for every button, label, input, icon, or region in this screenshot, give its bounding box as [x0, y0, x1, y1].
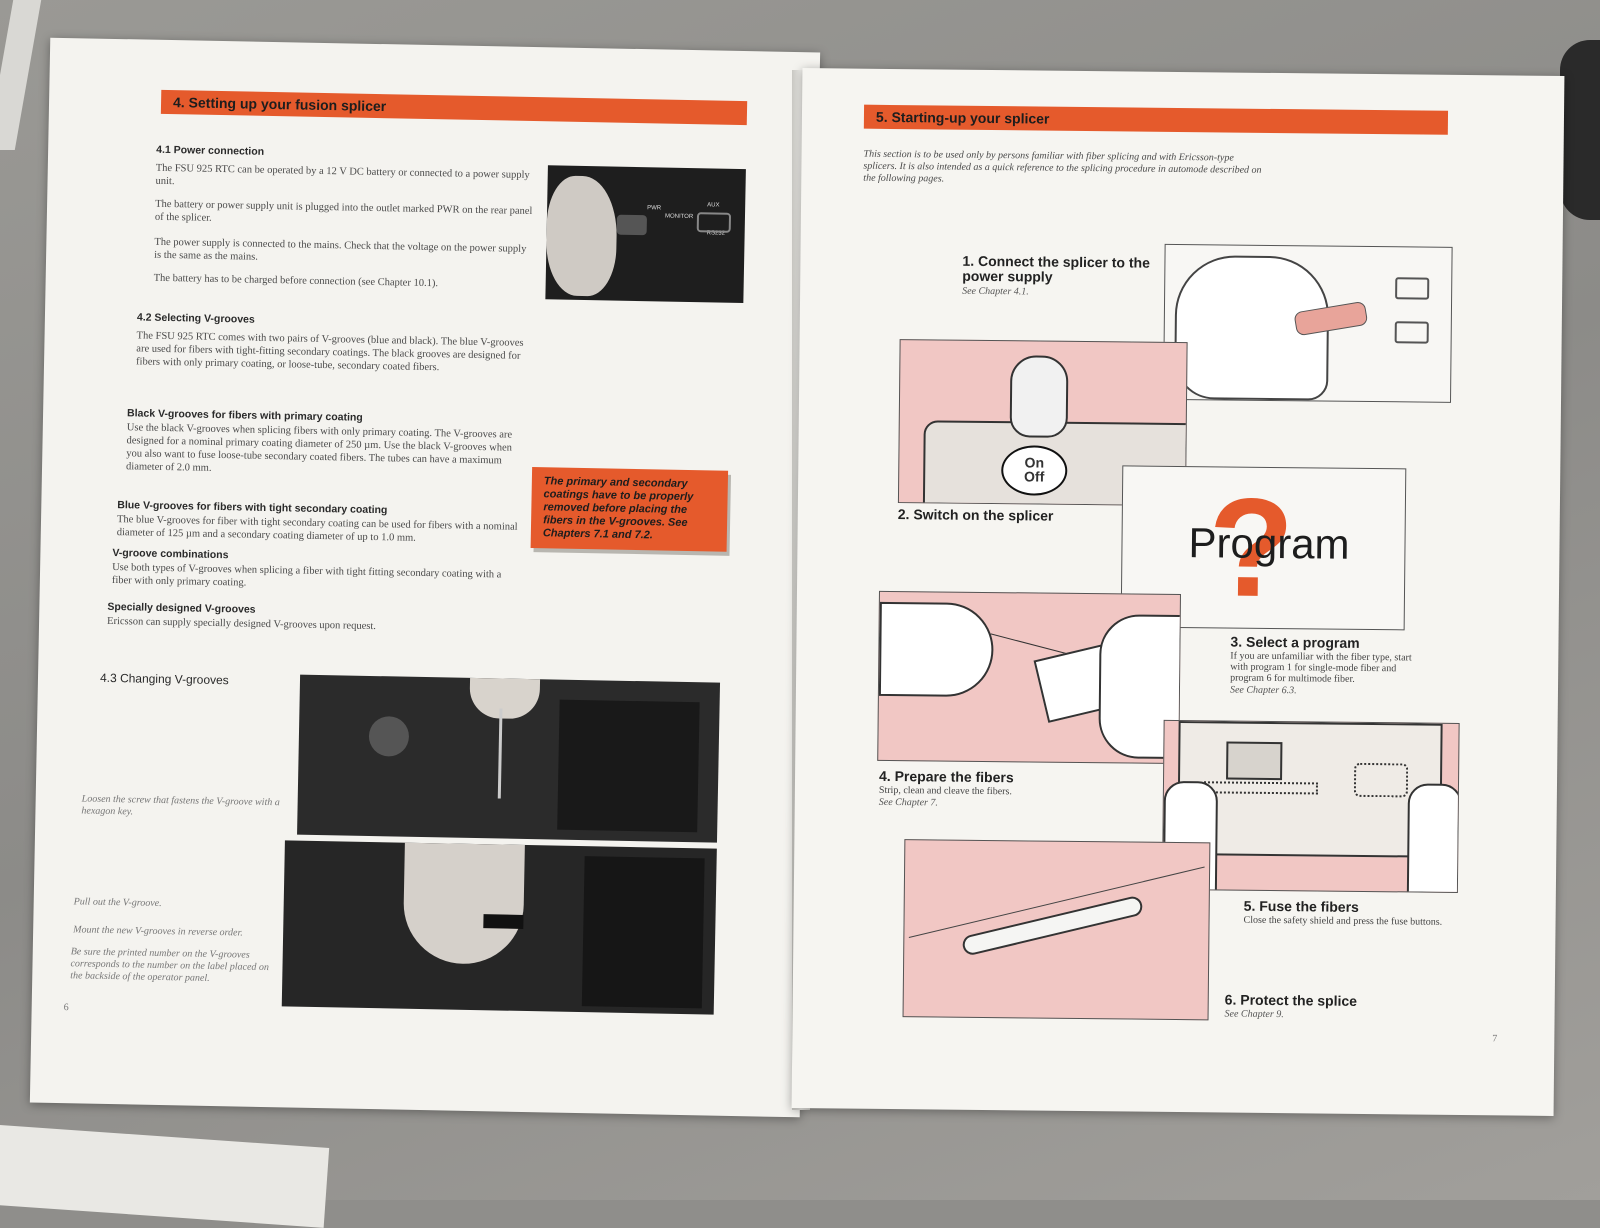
- s41-p3: The power supply is connected to the mai…: [154, 236, 527, 263]
- step-4-ref: See Chapter 7.: [878, 796, 938, 809]
- plug-shape: [616, 214, 647, 236]
- fiber-line: [990, 633, 1069, 655]
- s43-caption-4: Be sure the printed number on the V-groo…: [70, 946, 270, 984]
- finger-outline: [1009, 355, 1069, 438]
- s42-p1: The FSU 925 RTC comes with two pairs of …: [135, 330, 524, 374]
- button-row-shape: [1203, 781, 1319, 795]
- page-number-left: 6: [63, 1002, 69, 1014]
- housing-shape: [581, 856, 705, 1009]
- s43-caption-2: Pull out the V-groove.: [73, 896, 162, 910]
- step-2-title: 2. Switch on the splicer: [897, 506, 1054, 524]
- blue-vgroove-text: The blue V-grooves for fiber with tight …: [116, 514, 518, 544]
- step-3-title: 3. Select a program: [1230, 633, 1360, 651]
- finger-shape: [469, 677, 541, 720]
- s41-p1: The FSU 925 RTC can be operated by a 12 …: [155, 162, 530, 188]
- photo-label-pwr: PWR: [647, 205, 662, 212]
- step-1-title: 1. Connect the splicer to the power supp…: [962, 252, 1151, 285]
- special-text: Ericsson can supply specially designed V…: [106, 615, 377, 633]
- step-1-ref: See Chapter 4.1.: [962, 285, 1029, 298]
- s43-caption-3: Mount the new V-grooves in reverse order…: [73, 924, 243, 939]
- splice-protector-icon: [960, 894, 1145, 957]
- step-6-title: 6. Protect the splice: [1224, 991, 1358, 1009]
- section-5-intro: This section is to be used only by perso…: [863, 148, 1262, 185]
- page-number-right: 7: [1492, 1033, 1498, 1045]
- port-upper-shape: [1395, 277, 1430, 300]
- vgroove-part-shape: [483, 914, 524, 929]
- combo-heading: V-groove combinations: [112, 546, 229, 562]
- dark-object: [1560, 40, 1600, 220]
- vgroove-screw-photo: [297, 674, 721, 843]
- coating-note: The primary and secondary coatings have …: [530, 467, 729, 552]
- special-heading: Specially designed V-grooves: [107, 600, 256, 616]
- on-off-button: On Off: [1001, 445, 1068, 496]
- s41-p4: The battery has to be charged before con…: [153, 272, 439, 290]
- block-shape: [557, 699, 700, 833]
- screen-shape: [1226, 741, 1283, 781]
- screw-shape: [368, 715, 410, 757]
- s42-heading: 4.2 Selecting V-grooves: [136, 311, 255, 326]
- step-4-illustration: [877, 590, 1181, 765]
- photo-label-aux: AUX: [707, 202, 720, 209]
- step-4-title: 4. Prepare the fibers: [878, 767, 1014, 786]
- hand-shape: [545, 175, 618, 297]
- black-vgroove-text: Use the black V-grooves when splicing fi…: [125, 422, 513, 474]
- step-5-title: 5. Fuse the fibers: [1243, 897, 1359, 915]
- off-label: Off: [1024, 468, 1045, 485]
- s41-heading: 4.1 Power connection: [156, 143, 265, 158]
- hex-key-shape: [497, 708, 503, 799]
- right-page: 5. Starting-up your splicer This section…: [791, 68, 1565, 1116]
- s43-caption-1: Loosen the screw that fastens the V-groo…: [81, 793, 280, 818]
- step-5-text: Close the safety shield and press the fu…: [1243, 914, 1443, 928]
- left-hand-outline: [878, 601, 994, 698]
- step-6-illustration: [902, 839, 1211, 1021]
- section-4-banner: 4. Setting up your fusion splicer: [160, 89, 748, 126]
- section-5-banner: 5. Starting-up your splicer: [863, 104, 1449, 135]
- s41-p2: The battery or power supply unit is plug…: [154, 198, 533, 224]
- fingers-shape: [402, 842, 525, 965]
- step-6-ref: See Chapter 9.: [1224, 1008, 1284, 1021]
- port-lower-shape: [1394, 321, 1429, 344]
- photo-label-monitor: MONITOR: [664, 213, 694, 221]
- step-3-ref: See Chapter 6.3.: [1229, 684, 1297, 697]
- fuse-buttons-shape: [1353, 762, 1409, 798]
- step-3-text: If you are unfamiliar with the fiber typ…: [1230, 650, 1412, 685]
- port-shape: [696, 212, 732, 233]
- power-connector-photo: PWR MONITOR AUX RS232: [545, 165, 746, 304]
- s43-heading: 4.3 Changing V-grooves: [99, 670, 229, 688]
- program-label: Program: [1188, 519, 1350, 568]
- step-1-illustration: [1163, 243, 1453, 403]
- step-4-text: Strip, clean and cleave the fibers.: [878, 784, 1012, 798]
- vgroove-pull-photo: [281, 840, 717, 1015]
- combo-text: Use both types of V-grooves when splicin…: [111, 561, 502, 589]
- right-hand-shape: [1406, 783, 1460, 893]
- left-page: 4. Setting up your fusion splicer 4.1 Po…: [29, 37, 821, 1118]
